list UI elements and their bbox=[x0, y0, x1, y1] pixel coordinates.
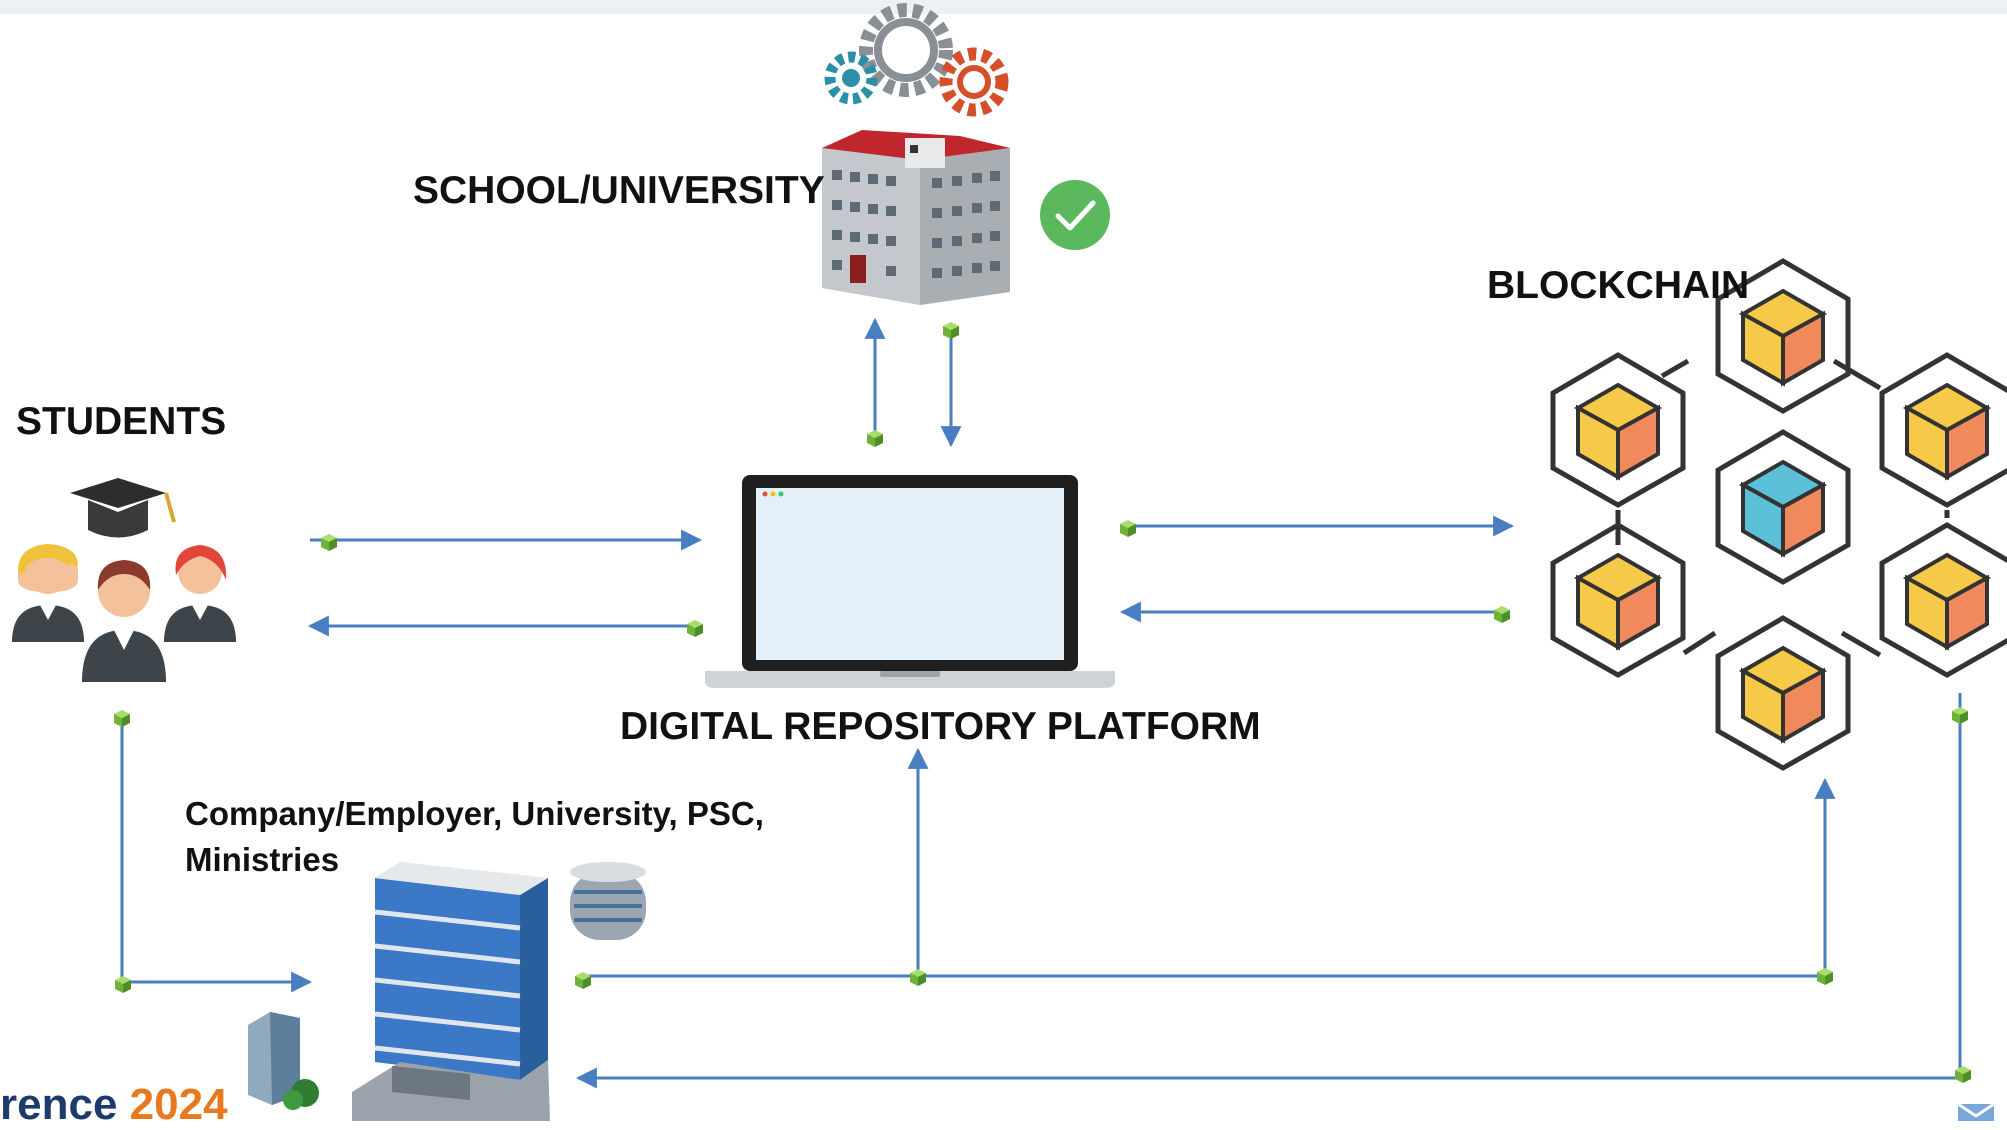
students-label: STUDENTS bbox=[16, 400, 227, 443]
blockchain-label: BLOCKCHAIN bbox=[1487, 264, 1750, 307]
students-group-icon bbox=[12, 478, 236, 682]
top-background-strip bbox=[0, 0, 2007, 14]
footer-conference-text: rence 2024 bbox=[0, 1080, 228, 1130]
gears-icon bbox=[824, 3, 1009, 117]
school-building-icon bbox=[822, 130, 1010, 305]
connection-arrows bbox=[120, 317, 1962, 1089]
blockchain-network-icon bbox=[1553, 261, 2007, 768]
verifiers-label: Company/Employer, University, PSC, Minis… bbox=[185, 791, 764, 883]
school-label: SCHOOL/UNIVERSITY bbox=[413, 169, 825, 212]
check-badge-icon bbox=[1040, 180, 1110, 250]
laptop-icon bbox=[705, 475, 1115, 688]
verifiers-label-line2: Ministries bbox=[185, 841, 340, 878]
verifiers-label-line1: Company/Employer, University, PSC, bbox=[185, 795, 764, 832]
mail-icon bbox=[1957, 1102, 1995, 1121]
footer-year: 2024 bbox=[129, 1080, 228, 1129]
platform-label: DIGITAL REPOSITORY PLATFORM bbox=[620, 705, 1261, 748]
office-building-icon bbox=[248, 862, 646, 1121]
footer-text-word: rence bbox=[0, 1080, 118, 1129]
